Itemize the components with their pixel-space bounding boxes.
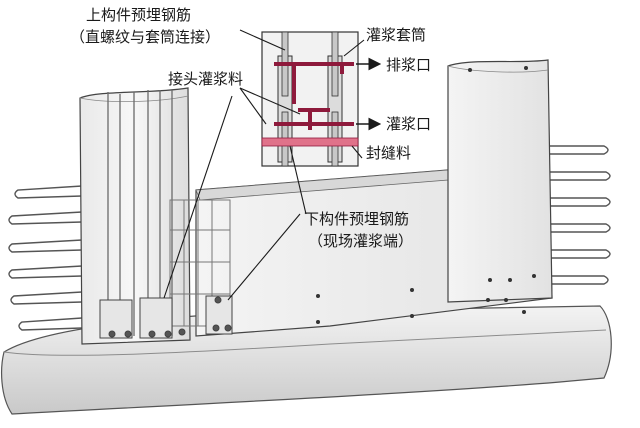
label-lower-rebar: 下构件预埋钢筋: [304, 210, 410, 228]
base-sleeve-clamps: [99, 295, 233, 339]
grout-sleeves: [277, 55, 343, 163]
precast-wall-tall-end: [316, 59, 553, 324]
rebar-cage: [169, 199, 231, 327]
label-upper-rebar: 上构件预埋钢筋: [86, 6, 192, 24]
grout-channels: [274, 62, 354, 130]
joint-seal-band: [261, 137, 359, 147]
sleeve-detail-inset: [261, 31, 359, 167]
label-joint-seal: 封缝料: [366, 144, 412, 162]
label-grout-sleeve: 灌浆套筒: [366, 26, 427, 44]
label-grout-inlet: 灌浆口: [386, 115, 432, 133]
label-upper-rebar-note: （直螺纹与套筒连接）: [70, 28, 221, 46]
column-cutaway: [79, 87, 191, 345]
label-lower-rebar-note: （现场灌浆端）: [308, 232, 414, 250]
right-rebar-loops: [548, 145, 611, 285]
label-joint-grout: 接头灌浆料: [168, 70, 244, 88]
leader-lines: [163, 29, 365, 301]
label-grout-outlet: 排浆口: [386, 56, 432, 74]
left-rebar-loops: [8, 185, 83, 331]
